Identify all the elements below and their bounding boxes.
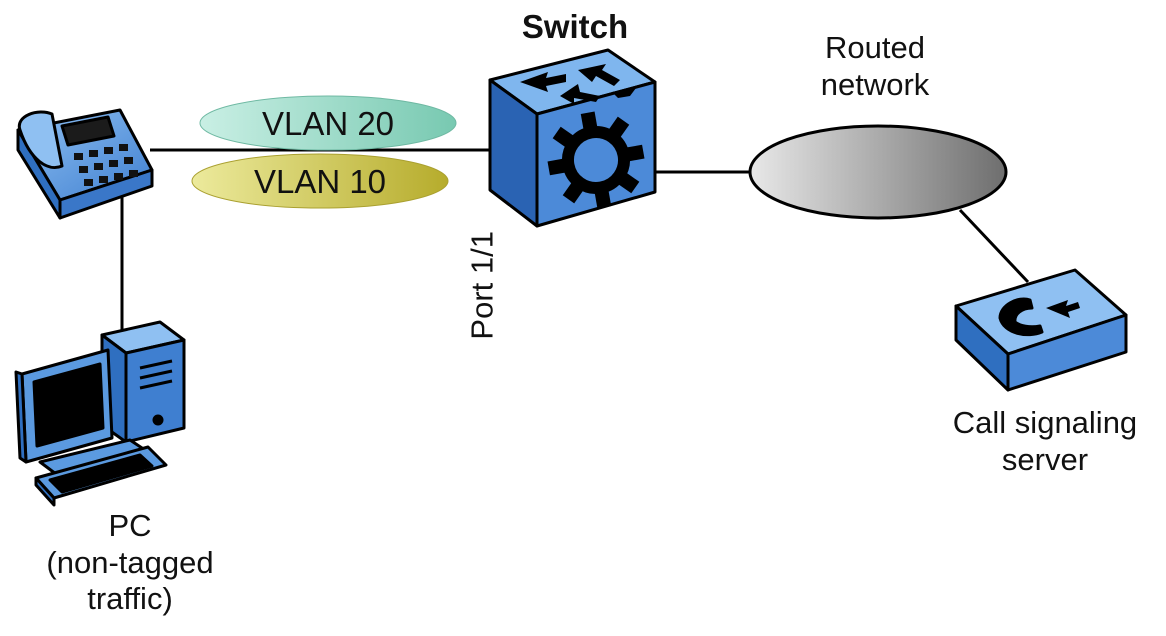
routed-network-label: Routed network	[760, 30, 990, 103]
port-label: Port 1/1	[464, 231, 500, 340]
vlan-20-label: VLAN 20	[262, 105, 394, 142]
vlan-10-tag: VLAN 10	[191, 153, 449, 209]
vlan-10-label: VLAN 10	[254, 163, 386, 200]
routed-network-label-line-1: Routed	[825, 30, 925, 65]
pc-label-line-3: traffic)	[87, 581, 173, 617]
routed-network-label-line-2: network	[820, 66, 930, 102]
desktop-pc-icon	[14, 320, 186, 507]
switch-label: Switch	[521, 8, 629, 45]
network-to-server-link	[958, 208, 1030, 284]
ip-phone-icon	[16, 108, 154, 220]
call-server-icon	[954, 268, 1128, 392]
vlan-20-tag: VLAN 20	[199, 95, 457, 151]
pc-label: PC (non-tagged traffic)	[0, 508, 260, 618]
pc-label-line-1: PC	[108, 508, 152, 543]
call-server-label-line-1: Call signaling	[952, 405, 1138, 440]
call-server-label: Call signaling server	[915, 405, 1166, 478]
call-server-label-line-2: server	[1001, 441, 1089, 477]
routed-network-cloud-icon	[748, 124, 1008, 220]
pc-label-line-2: (non-tagged	[46, 544, 214, 580]
switch-cube-icon	[488, 48, 657, 228]
